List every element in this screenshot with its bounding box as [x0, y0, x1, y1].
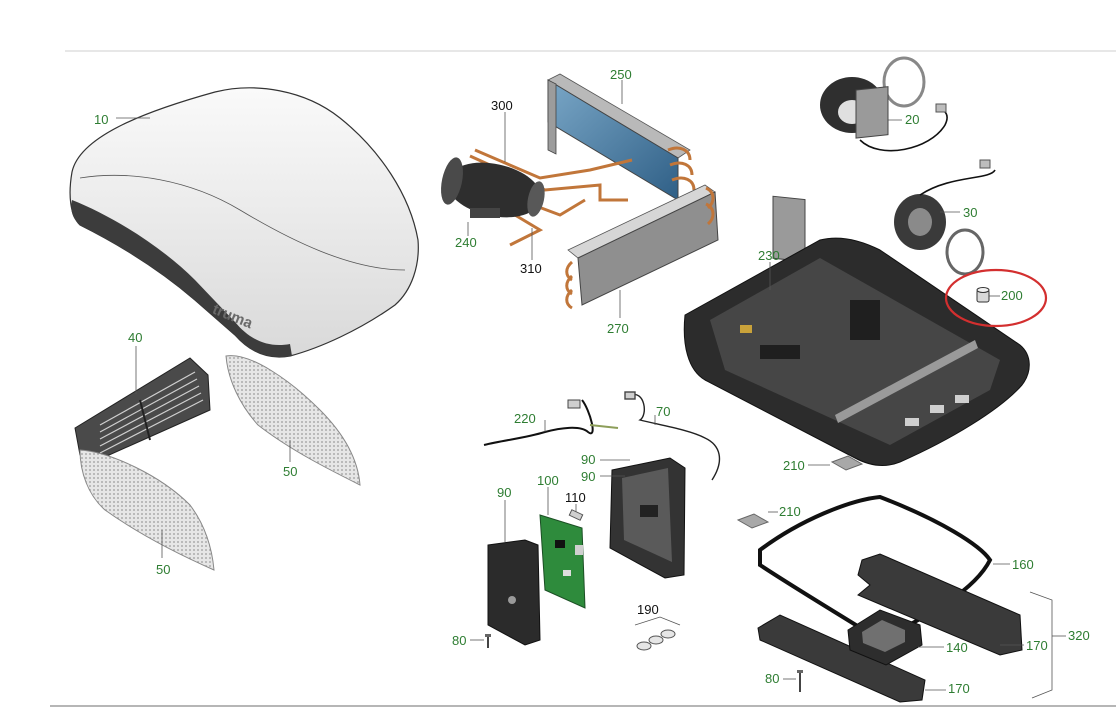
callout-200: 200	[1001, 288, 1023, 303]
screw-80-left	[485, 634, 491, 648]
callout-220: 220	[514, 411, 536, 426]
callout-100: 100	[537, 473, 559, 488]
callout-250: 250	[610, 67, 632, 82]
callout-110: 110	[565, 490, 586, 505]
button-set-190	[636, 629, 676, 651]
callout-80-left: 80	[452, 633, 466, 648]
control-cover-part	[487, 539, 541, 646]
grille-frame-part	[74, 357, 211, 461]
mesh-filter-left-part	[79, 449, 215, 571]
callout-70: 70	[656, 404, 670, 419]
callout-40: 40	[128, 330, 142, 345]
callout-170-upper: 170	[1026, 638, 1048, 653]
callout-20: 20	[905, 112, 919, 127]
callout-210-lower: 210	[779, 504, 801, 519]
callout-230: 230	[758, 248, 780, 263]
callout-80-bottom: 80	[765, 671, 779, 686]
callout-50-left: 50	[156, 562, 170, 577]
callout-30: 30	[963, 205, 977, 220]
callout-10: 10	[94, 112, 108, 127]
callout-310: 310	[520, 261, 542, 276]
filter-pad-210-upper	[830, 455, 864, 471]
condenser-coil-part	[547, 73, 696, 201]
callout-50-right: 50	[283, 464, 297, 479]
base-tray-part	[683, 237, 1030, 466]
evaporator-fan-part	[855, 86, 996, 276]
callout-300: 300	[491, 98, 513, 113]
frame-140-part	[847, 609, 923, 666]
callout-160: 160	[1012, 557, 1034, 572]
callout-90-mid: 90	[581, 469, 595, 484]
callout-210-upper: 210	[783, 458, 805, 473]
highlight-ring-200	[944, 268, 1048, 328]
control-housing-back-part	[609, 457, 686, 579]
callout-90-top: 90	[581, 452, 595, 467]
callout-240: 240	[455, 235, 477, 250]
callout-170-lower: 170	[948, 681, 970, 696]
screw-80-bottom	[797, 670, 803, 692]
cable-70-part	[624, 391, 721, 481]
filter-pad-210-lower	[736, 513, 770, 529]
mesh-filter-right-part	[225, 355, 361, 486]
leader-190	[634, 616, 681, 626]
gasket-160-part	[758, 494, 993, 643]
evaporator-coil-part	[565, 184, 719, 310]
callout-90-left: 90	[497, 485, 511, 500]
drain-plug-part	[976, 287, 990, 303]
callout-190: 190	[637, 602, 659, 617]
callout-320: 320	[1068, 628, 1090, 643]
callout-270: 270	[607, 321, 629, 336]
mounting-plate-170-upper	[857, 553, 1023, 656]
control-board-part	[539, 514, 586, 609]
small-component-110	[568, 509, 584, 521]
mounting-plate-170-lower	[757, 614, 926, 703]
bracket-320	[1029, 591, 1053, 699]
roof-cover-part: truma	[69, 87, 419, 358]
callout-140: 140	[946, 640, 968, 655]
cable-220-part	[483, 399, 619, 446]
compressor-part	[441, 148, 633, 247]
